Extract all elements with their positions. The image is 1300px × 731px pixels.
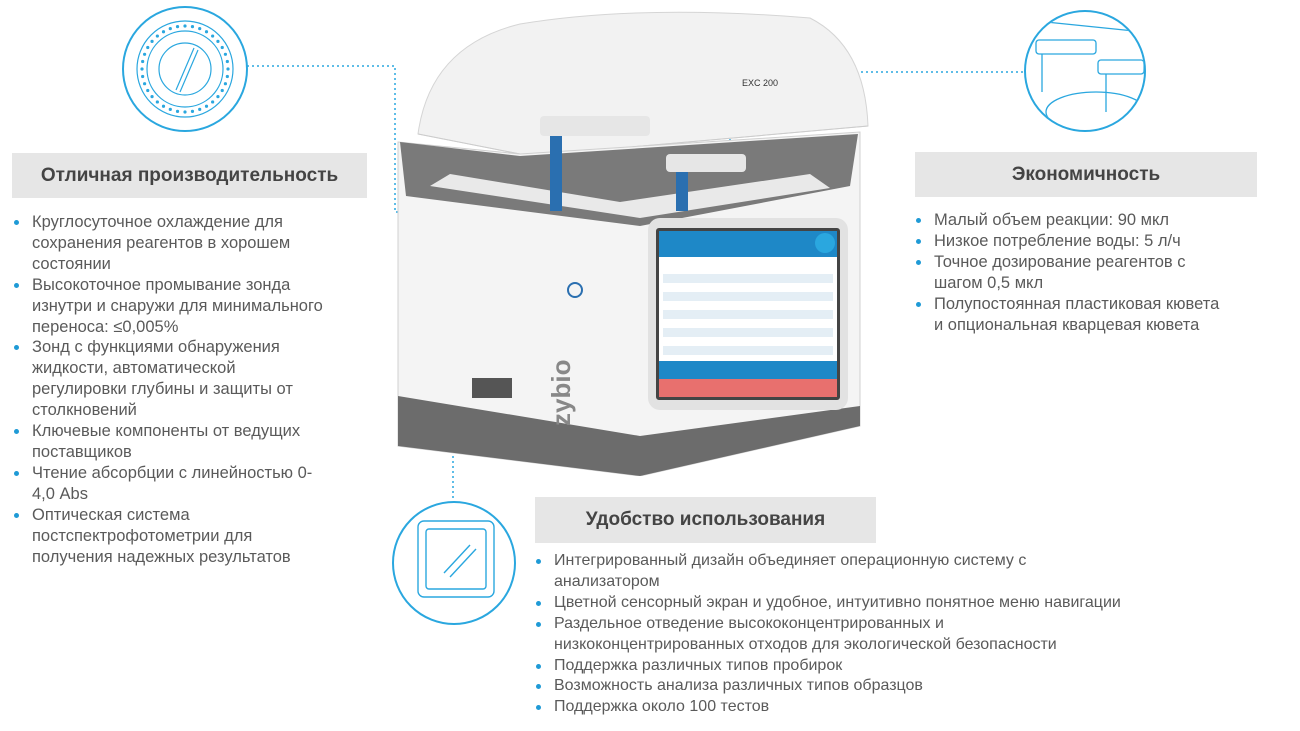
touchscreen	[648, 218, 848, 410]
list-item: Поддержка около 100 тестов	[534, 697, 1294, 718]
tube-dot	[204, 104, 209, 108]
performance-list: Круглосуточное охлаждение для сохранения…	[12, 212, 372, 567]
tube-dot	[175, 25, 180, 29]
list-item: Полупостоянная пластиковая кювета и опци…	[914, 294, 1274, 336]
reagent-disk-icon	[136, 20, 234, 118]
probe-detail-circle	[1024, 10, 1146, 132]
tube-dot	[198, 107, 202, 112]
list-item: Цветной сенсорный экран и удобное, интуи…	[534, 593, 1294, 614]
list-item: Поддержка различных типов пробирок	[534, 656, 1294, 677]
tube-dot	[211, 34, 215, 38]
reagent-disk-detail-circle	[122, 6, 248, 132]
tube-dot	[142, 82, 147, 86]
list-item: Малый объем реакции: 90 мкл	[914, 210, 1274, 231]
brand-logo: zybio	[546, 360, 576, 426]
cuvette-detail-circle	[392, 501, 516, 625]
tube-dot	[140, 67, 144, 71]
tube-dot	[190, 109, 195, 113]
model-label: EXC 200	[742, 78, 778, 88]
tube-dot	[150, 95, 154, 99]
list-item: Оптическая система постспектрофотометрии…	[12, 505, 372, 568]
tube-dot	[183, 110, 187, 114]
list-item: Высокоточное промывание зонда изнутри и …	[12, 275, 372, 338]
tube-dot	[223, 82, 228, 86]
tube-dot	[204, 30, 209, 34]
list-item: Чтение абсорбции с линейностью 0- 4,0 Ab…	[12, 463, 372, 505]
tube-dot	[226, 67, 230, 71]
usability-list: Интегрированный дизайн объединяет операц…	[534, 551, 1294, 718]
tube-dot	[183, 24, 187, 28]
tube-dot	[146, 88, 150, 93]
performance-header: Отличная производительность	[12, 153, 367, 198]
tube-dot	[161, 104, 166, 108]
tube-dot	[223, 52, 228, 56]
probe-arm-icon	[1035, 21, 1144, 130]
analyzer-illustration: zybio EXC 200	[390, 6, 870, 477]
list-item: Ключевые компоненты от ведущих поставщик…	[12, 421, 372, 463]
tube-dot	[211, 100, 215, 104]
tube-dot	[198, 26, 202, 31]
cuvette-window-icon	[417, 520, 495, 598]
economy-header: Экономичность	[915, 152, 1257, 197]
tube-dot	[168, 26, 172, 31]
tube-dot	[216, 39, 220, 43]
list-item: Зонд с функциями обнаружения жидкости, а…	[12, 337, 372, 421]
tube-dot	[142, 52, 147, 56]
tube-dot	[155, 34, 159, 38]
list-item: Точное дозирование реагентов с шагом 0,5…	[914, 252, 1274, 294]
tube-dot	[220, 45, 224, 50]
list-item: Возможность анализа различных типов обра…	[534, 676, 1294, 697]
tube-dot	[225, 59, 229, 64]
tube-dot	[168, 107, 172, 112]
usability-header: Удобство использования	[535, 497, 876, 543]
tube-dot	[220, 88, 224, 93]
tube-dot	[216, 95, 220, 99]
tube-dot	[141, 74, 145, 79]
tube-dot	[175, 109, 180, 113]
tube-dot	[155, 100, 159, 104]
tube-dot	[150, 39, 154, 43]
tube-dot	[146, 45, 150, 50]
tube-dot	[161, 30, 166, 34]
tube-dot	[190, 25, 195, 29]
list-item: Интегрированный дизайн объединяет операц…	[534, 551, 1294, 593]
list-item: Раздельное отведение высококонцентрирова…	[534, 614, 1294, 656]
power-icon	[567, 282, 583, 298]
economy-list: Малый объем реакции: 90 мкл Низкое потре…	[914, 210, 1274, 335]
list-item: Круглосуточное охлаждение для сохранения…	[12, 212, 372, 275]
tube-dot	[141, 59, 145, 64]
tube-dot	[225, 74, 229, 79]
list-item: Низкое потребление воды: 5 л/ч	[914, 231, 1274, 252]
